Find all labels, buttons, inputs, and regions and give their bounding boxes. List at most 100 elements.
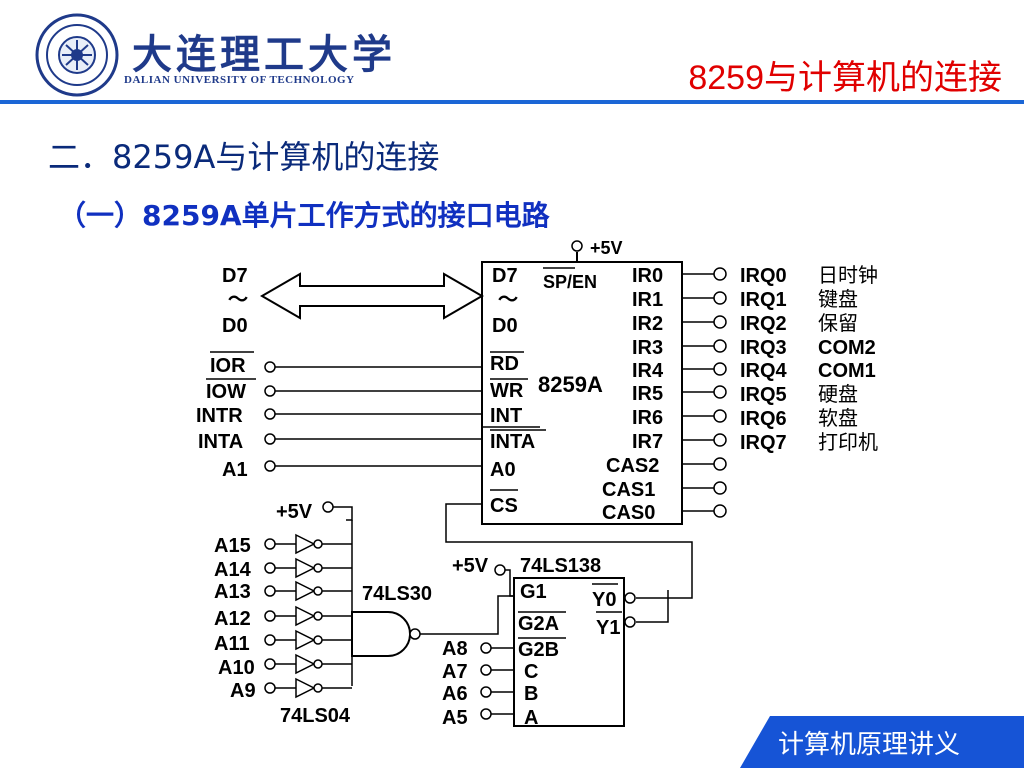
cs-wire bbox=[445, 503, 693, 623]
irq1-device: 键盘 bbox=[818, 288, 858, 311]
irq1-name: IRQ1 bbox=[740, 289, 787, 311]
nand-gate: +5V 74LS30 bbox=[276, 501, 514, 686]
nand-chip-name: 74LS30 bbox=[362, 583, 432, 605]
irq7-name: IRQ7 bbox=[740, 432, 787, 454]
irq3-name: IRQ3 bbox=[740, 337, 787, 359]
decoder-input-a6: A6 bbox=[442, 683, 468, 705]
signal-iow: IOW bbox=[206, 381, 246, 403]
irq-terminals bbox=[713, 267, 727, 518]
sp-en-pin: SP/EN bbox=[543, 272, 597, 292]
irq4-device: COM1 bbox=[818, 360, 876, 382]
decoder-pin-g2b: G2B bbox=[518, 639, 559, 661]
irq6-name: IRQ6 bbox=[740, 408, 787, 430]
university-name-cn: 大连理工大学 bbox=[132, 31, 396, 78]
pin-cs: CS bbox=[490, 495, 518, 517]
pin-ir4: IR4 bbox=[632, 360, 664, 382]
irq6-device: 软盘 bbox=[818, 407, 858, 430]
bus-d0-label: D0 bbox=[222, 315, 248, 337]
pin-d7: D7 bbox=[492, 265, 518, 287]
inv-input-a15: A15 bbox=[214, 535, 251, 557]
decoder-vcc-label: +5V bbox=[452, 555, 489, 577]
university-logo bbox=[35, 13, 119, 97]
pin-cas2: CAS2 bbox=[606, 455, 659, 477]
irq2-device: 保留 bbox=[818, 312, 858, 335]
pin-cas0: CAS0 bbox=[602, 502, 655, 524]
signal-intr: INTR bbox=[196, 405, 243, 427]
inverter-2 bbox=[264, 557, 352, 579]
irq5-name: IRQ5 bbox=[740, 384, 787, 406]
pin-a0: A0 bbox=[490, 459, 516, 481]
irq0-device: 日时钟 bbox=[818, 264, 878, 287]
pin-ir3: IR3 bbox=[632, 337, 663, 359]
section-heading: 二．8259A与计算机的连接 bbox=[48, 138, 440, 176]
decoder-chip-name: 74LS138 bbox=[520, 555, 601, 577]
pin-d0: D0 bbox=[492, 315, 518, 337]
decoder-pin-y0: Y0 bbox=[592, 589, 616, 611]
inverter-group: A15 A14 A13 A12 A11 A10 A9 74LS04 bbox=[214, 535, 351, 727]
inv-input-a11: A11 bbox=[214, 633, 250, 655]
pin-ir6: IR6 bbox=[632, 407, 663, 429]
inv-input-a12: A12 bbox=[214, 608, 251, 630]
signal-inta: INTA bbox=[198, 431, 243, 453]
inverter-4 bbox=[264, 605, 352, 627]
pin-ir0: IR0 bbox=[632, 265, 663, 287]
chip-8259a-name: 8259A bbox=[538, 372, 603, 397]
irq2-name: IRQ2 bbox=[740, 313, 787, 335]
pin-ir2: IR2 bbox=[632, 313, 663, 335]
decoder-pin-g1: G1 bbox=[520, 581, 547, 603]
data-bus-arrow: D7 ～ D0 bbox=[222, 265, 484, 337]
irq0-name: IRQ0 bbox=[740, 265, 787, 287]
inverter-6 bbox=[264, 653, 352, 675]
subsection-heading: （一）8259A单片工作方式的接口电路 bbox=[58, 199, 550, 232]
decoder-input-a7: A7 bbox=[442, 661, 468, 683]
signal-a1: A1 bbox=[222, 459, 248, 481]
decoder-input-a5: A5 bbox=[442, 707, 468, 729]
nand-vcc-label: +5V bbox=[276, 501, 313, 523]
inv-input-a10: A10 bbox=[218, 657, 255, 679]
footer-text: 计算机原理讲义 bbox=[778, 730, 961, 760]
inverter-chip-name: 74LS04 bbox=[280, 705, 351, 727]
inv-input-a9: A9 bbox=[230, 680, 256, 702]
inv-input-a14: A14 bbox=[214, 559, 252, 581]
header-divider bbox=[0, 100, 1024, 104]
left-signals: IOR IOW INTR INTA A1 bbox=[196, 351, 482, 481]
irq4-name: IRQ4 bbox=[740, 360, 788, 382]
pin-ir5: IR5 bbox=[632, 383, 663, 405]
decoder-pin-g2a: G2A bbox=[518, 613, 559, 635]
inverter-1 bbox=[264, 533, 352, 555]
pin-tilde: ～ bbox=[498, 289, 518, 311]
decoder-pin-c: C bbox=[524, 661, 538, 683]
decoder-pin-y1: Y1 bbox=[596, 617, 620, 639]
chip-8259a: +5V SP/EN 8259A D7 ～ D0 RD WR INT INTA A… bbox=[481, 238, 683, 525]
decoder-74ls138: +5V 74LS138 G1 G2A G2B C B A Y0 Y1 A8 A7… bbox=[442, 555, 636, 729]
decoder-pin-b: B bbox=[524, 683, 538, 705]
pin-inta: INTA bbox=[490, 431, 535, 453]
inverter-symbols bbox=[264, 533, 352, 699]
decoder-pin-a: A bbox=[524, 707, 538, 729]
pin-ir7: IR7 bbox=[632, 431, 663, 453]
inverter-7 bbox=[264, 677, 352, 699]
pin-wr: WR bbox=[490, 380, 524, 402]
decoder-input-a8: A8 bbox=[442, 638, 468, 660]
pin-ir1: IR1 bbox=[632, 289, 663, 311]
irq7-device: 打印机 bbox=[818, 431, 878, 454]
pin-int: INT bbox=[490, 405, 522, 427]
university-name-en: DALIAN UNIVERSITY OF TECHNOLOGY bbox=[124, 74, 355, 86]
slide-header: 大连理工大学 DALIAN UNIVERSITY OF TECHNOLOGY 8… bbox=[0, 0, 1024, 104]
inverter-5 bbox=[264, 629, 352, 651]
chip-vcc-label: +5V bbox=[590, 238, 623, 258]
signal-ior: IOR bbox=[210, 355, 246, 377]
irq3-device: COM2 bbox=[818, 337, 876, 359]
inverter-3 bbox=[264, 580, 352, 602]
irq-lines bbox=[682, 273, 714, 512]
pin-rd: RD bbox=[490, 353, 519, 375]
slide-title: 8259与计算机的连接 bbox=[688, 59, 1002, 97]
irq-labels: IRQ0 日时钟 IRQ1 键盘 IRQ2 保留 IRQ3 COM2 IRQ4 … bbox=[740, 264, 878, 454]
inv-input-a13: A13 bbox=[214, 581, 251, 603]
footer-banner bbox=[740, 716, 1024, 768]
bus-tilde-label: ～ bbox=[228, 289, 248, 311]
bus-d7-label: D7 bbox=[222, 265, 248, 287]
irq5-device: 硬盘 bbox=[818, 383, 858, 406]
pin-cas1: CAS1 bbox=[602, 479, 655, 501]
